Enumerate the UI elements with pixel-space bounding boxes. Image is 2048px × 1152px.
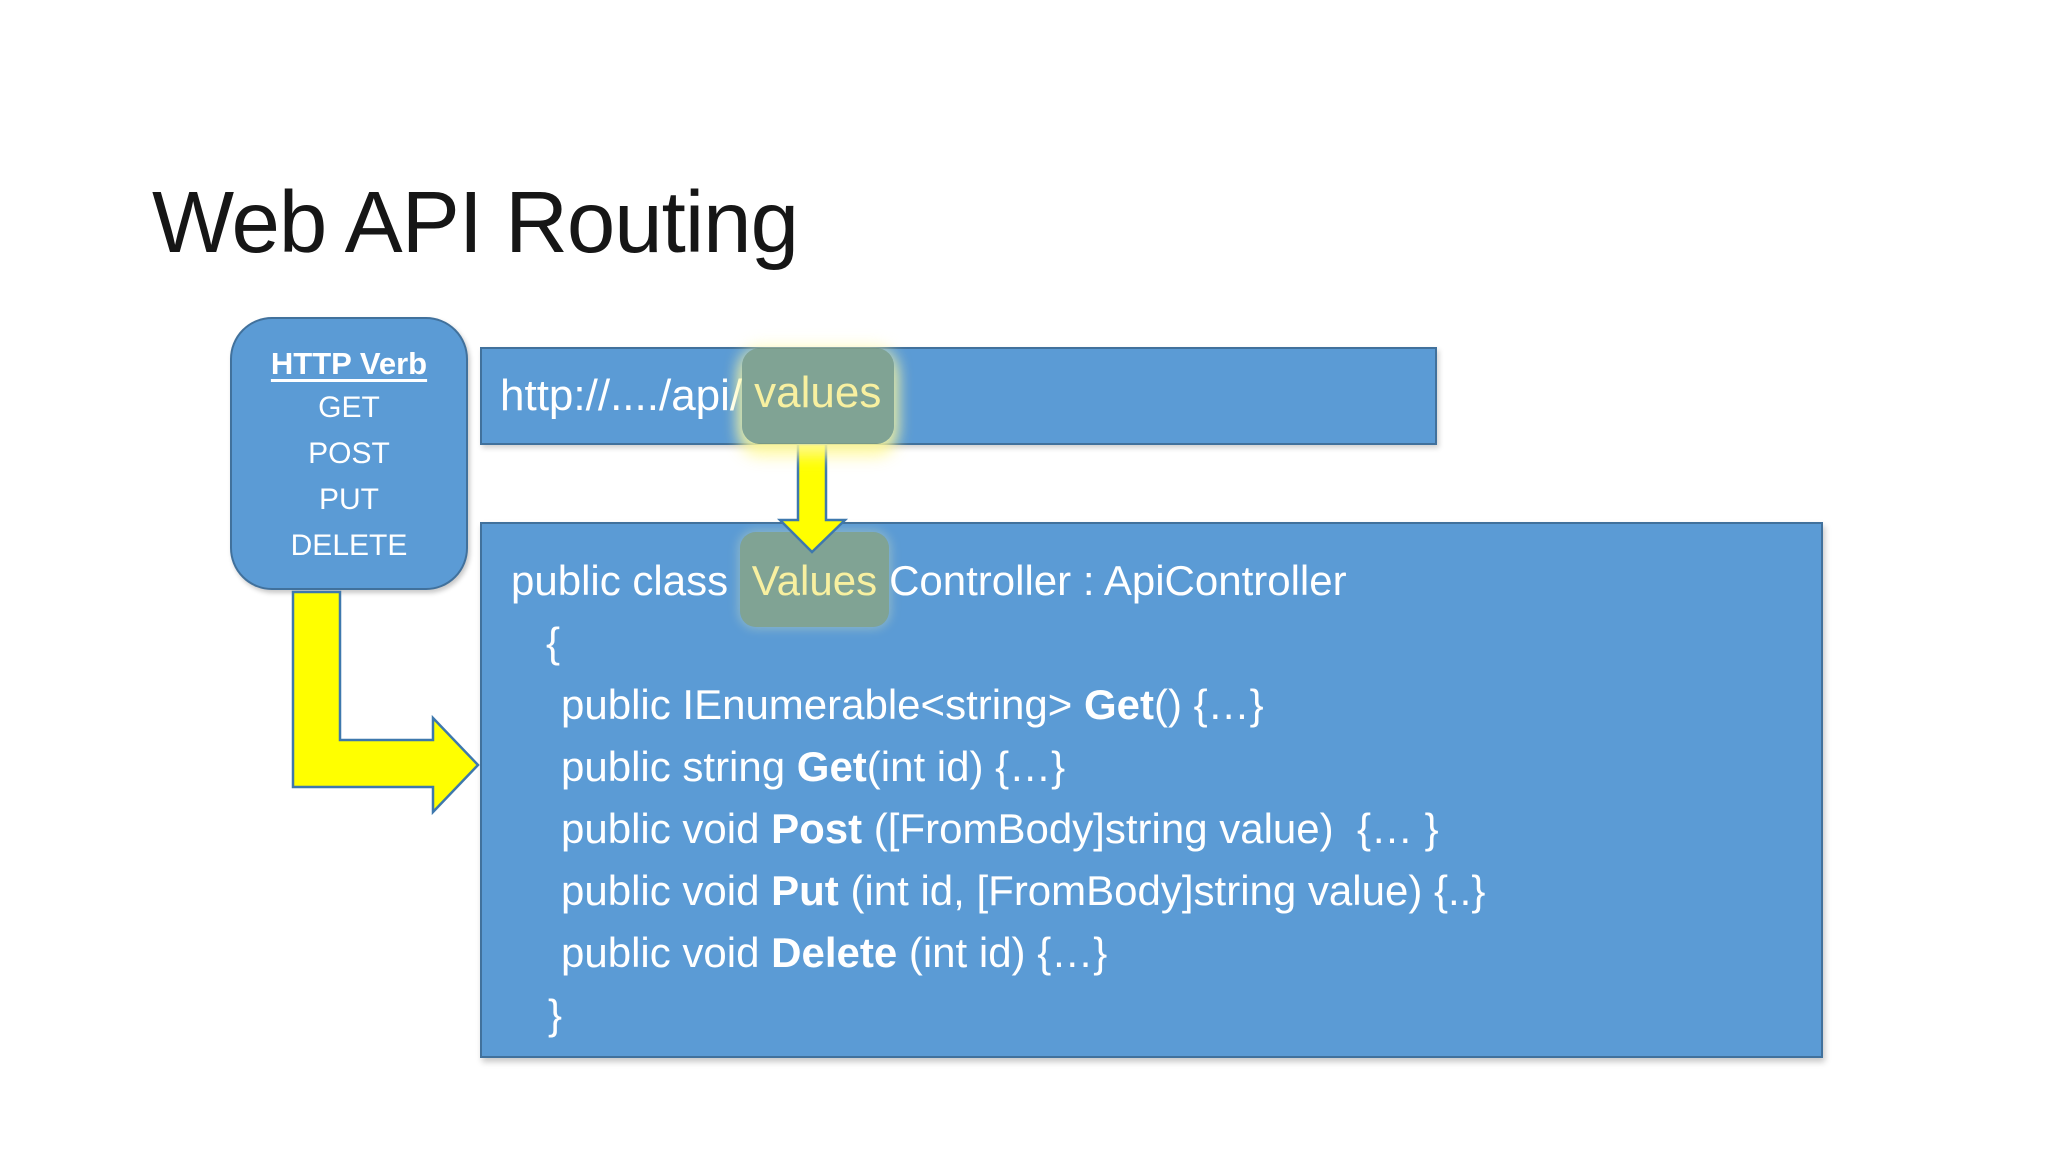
code-text: (int id) {…} <box>897 929 1108 976</box>
code-line-put: public void Put (int id, [FromBody]strin… <box>482 860 1821 922</box>
method-name-get: Get <box>796 743 867 790</box>
http-verb-panel: HTTP Verb GET POST PUT DELETE <box>230 317 468 590</box>
code-text: (int id) {…} <box>866 743 1066 790</box>
code-text: (int id, [FromBody]string value) {..} <box>838 867 1486 914</box>
http-verb-item-get: GET <box>318 391 380 424</box>
method-name-delete: Delete <box>771 929 898 976</box>
code-text: public void <box>561 867 772 914</box>
code-text: () {…} <box>1154 681 1264 728</box>
code-text: public string <box>561 743 797 790</box>
method-name-get: Get <box>1083 681 1154 728</box>
bent-arrow-icon <box>291 590 480 816</box>
method-name-post: Post <box>771 805 863 852</box>
code-line-close-brace: } <box>482 984 1821 1046</box>
code-text: { <box>546 619 561 666</box>
code-text: } <box>548 991 563 1038</box>
http-verb-heading: HTTP Verb <box>270 346 428 381</box>
code-line-get-by-id: public string Get(int id) {…} <box>482 736 1821 798</box>
code-text: public void <box>561 805 772 852</box>
code-text: ([FromBody]string value) {… } <box>862 805 1439 852</box>
code-text: public class <box>511 557 740 604</box>
http-verb-item-delete: DELETE <box>290 529 408 562</box>
down-arrow-icon <box>776 443 849 554</box>
code-text: public void <box>561 929 772 976</box>
method-name-put: Put <box>771 867 839 914</box>
url-bar: http://..../api/values <box>480 347 1437 445</box>
code-line-open-brace: { <box>482 612 1821 674</box>
code-line-post: public void Post ([FromBody]string value… <box>482 798 1821 860</box>
code-line-get-all: public IEnumerable<string> Get() {…} <box>482 674 1821 736</box>
http-verb-item-post: POST <box>308 437 390 470</box>
http-verb-item-put: PUT <box>319 483 379 516</box>
page-title: Web API Routing <box>152 174 799 272</box>
url-highlighted-segment: values <box>742 348 895 444</box>
url-prefix: http://..../api/ <box>500 371 743 420</box>
code-text: Controller : ApiController <box>889 557 1347 604</box>
code-text: public IEnumerable<string> <box>561 681 1084 728</box>
code-line-delete: public void Delete (int id) {…} <box>482 922 1821 984</box>
